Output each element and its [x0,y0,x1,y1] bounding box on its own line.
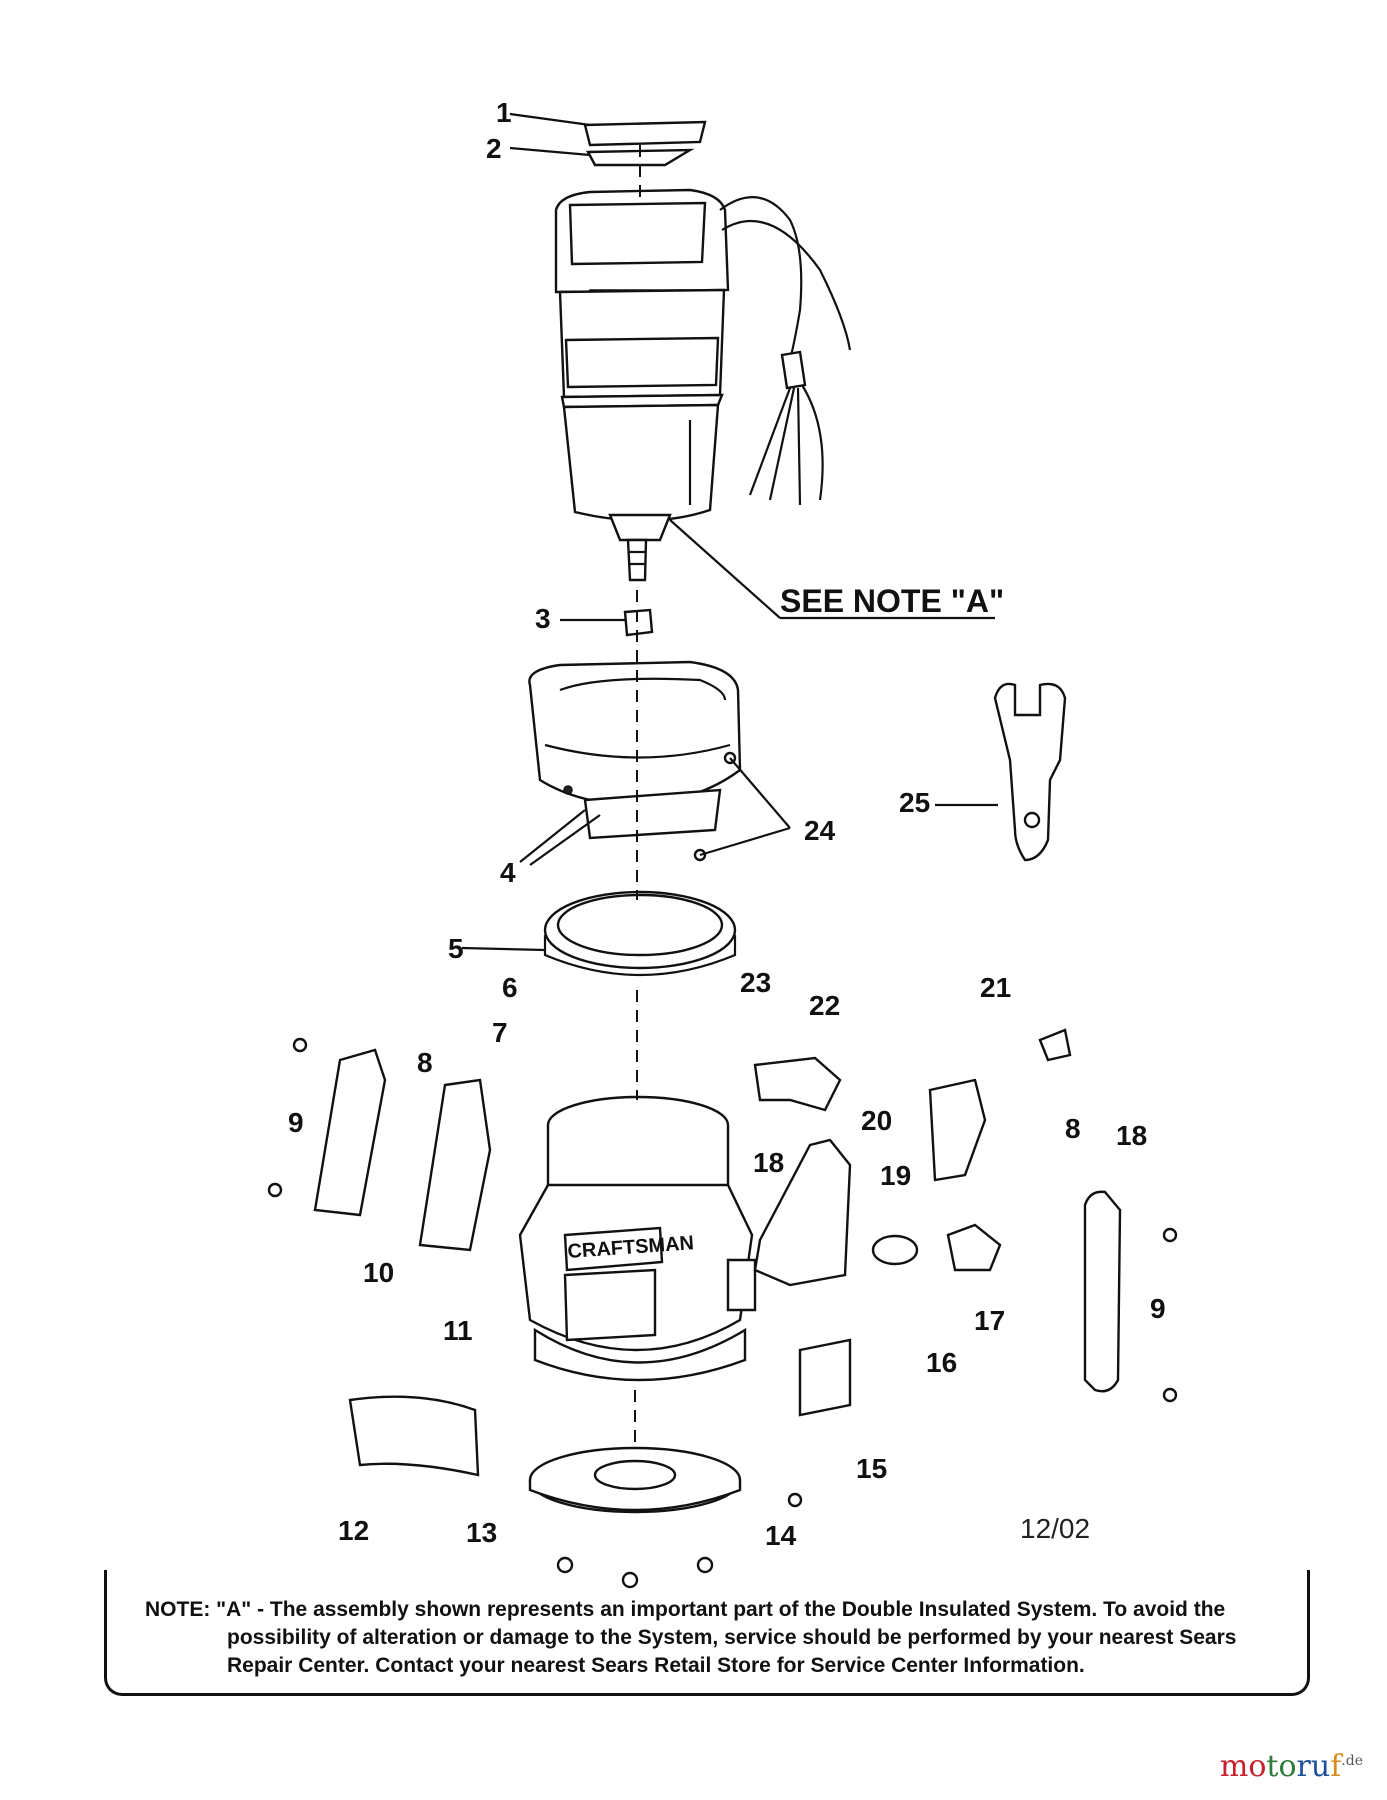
collet-nut [623,608,654,637]
upper-housing [528,660,742,840]
watermark-part-1: mo [1219,1749,1267,1784]
callout-4: 4 [500,857,516,888]
watermark-part-2: to [1266,1749,1297,1784]
left-handle [313,1048,492,1252]
motor-assembly [554,120,852,582]
callout-5: 5 [448,933,464,964]
callout-1: 1 [496,97,512,128]
callout-18-right: 18 [1116,1120,1147,1151]
callout-17: 17 [974,1305,1005,1336]
callout-12: 12 [338,1515,369,1546]
note-line-1: NOTE: "A" - The assembly shown represent… [145,1598,1226,1621]
screws [267,751,1178,1589]
clip [798,1338,852,1417]
dashed-alignment-lines [634,145,641,1450]
light-assembly [871,1223,1002,1272]
note-line-2: possibility of alteration or damage to t… [227,1626,1237,1649]
callout-8-left: 8 [417,1047,433,1078]
callout-15: 15 [856,1453,887,1484]
watermark-suffix: .de [1341,1753,1363,1769]
router-base [518,1095,757,1382]
callout-20: 20 [861,1105,892,1136]
note-line-3: Repair Center. Contact your nearest Sear… [227,1654,1085,1677]
depth-ring [543,890,737,977]
callout-labels: 1 2 3 4 5 6 7 8 8 9 9 10 11 12 13 14 15 … [288,97,1166,1551]
callout-10: 10 [363,1257,394,1288]
right-handle [1083,1190,1122,1393]
see-note-label: SEE NOTE "A" [780,583,1004,619]
callout-19: 19 [880,1160,911,1191]
sub-base [528,1446,742,1514]
callout-2: 2 [486,133,502,164]
callout-8-right: 8 [1065,1113,1081,1144]
callout-11: 11 [443,1315,473,1346]
watermark-logo: motoruf.de [1220,1749,1363,1784]
watermark-part-4: f [1330,1749,1342,1784]
callout-7: 7 [492,1017,508,1048]
switch [928,1078,987,1182]
callout-13: 13 [466,1517,497,1548]
leader-lines [461,112,998,952]
callout-16: 16 [926,1347,957,1378]
callout-22: 22 [809,990,840,1021]
wrench [993,682,1067,862]
callout-9-left: 9 [288,1107,304,1138]
wire-nut [1038,1028,1072,1062]
callout-3: 3 [535,603,551,634]
callout-21: 21 [980,972,1011,1003]
callout-9-right: 9 [1150,1293,1166,1324]
callout-6: 6 [502,972,518,1003]
center-handle [753,1138,852,1287]
note-box: NOTE: "A" - The assembly shown represent… [104,1570,1310,1696]
callout-18-center: 18 [753,1147,784,1178]
callout-24: 24 [804,815,836,846]
watermark-part-3: ru [1296,1749,1331,1784]
date-code: 12/02 [1020,1513,1090,1544]
shaft-lock [753,1056,842,1112]
chip-shield [348,1395,480,1477]
callout-25: 25 [899,787,930,818]
callout-23: 23 [740,967,771,998]
callout-14: 14 [765,1520,797,1551]
